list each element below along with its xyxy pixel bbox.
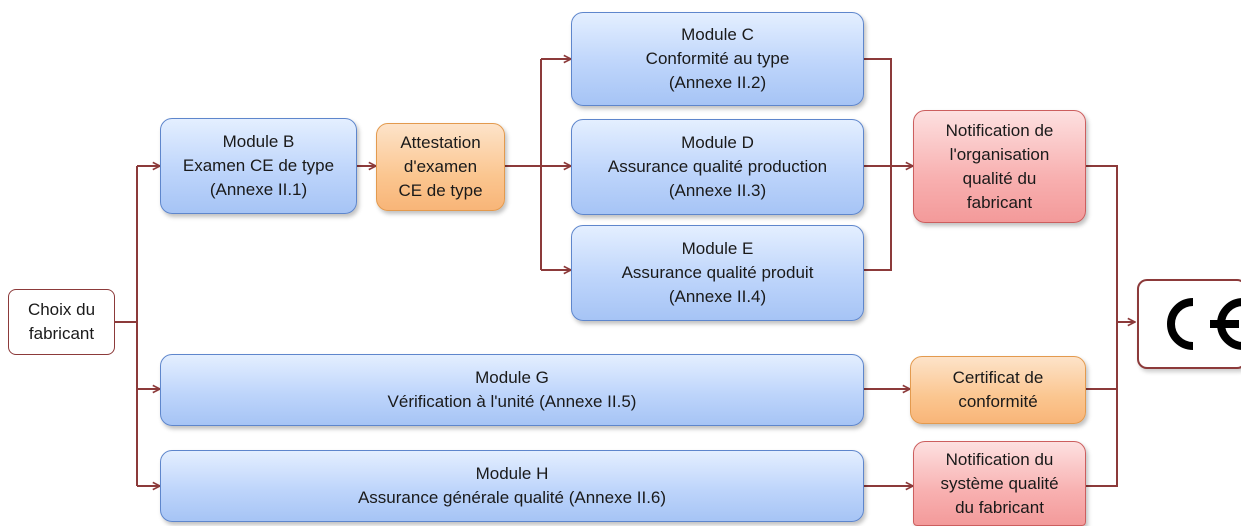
choix-line-2: fabricant — [28, 324, 95, 343]
module-c-line-2: Conformité au type — [645, 49, 790, 68]
link-module-e — [864, 166, 892, 271]
notif-org-line-4: fabricant — [966, 192, 1033, 212]
certificat-line-2: conformité — [958, 392, 1038, 411]
choix-line-1: Choix du — [27, 300, 96, 319]
attestation-box: Attestation d'examen CE de type — [376, 123, 505, 211]
choix-fabricant-box: Choix du fabricant — [8, 289, 115, 355]
notification-systeme-box: Notification du système qualité du fabri… — [913, 441, 1086, 526]
module-e-line-2: Assurance qualité produit — [621, 263, 814, 282]
module-h-title: Module H — [475, 464, 549, 483]
module-d-box: Module D Assurance qualité production (A… — [571, 119, 864, 215]
module-b-box: Module B Examen CE de type (Annexe II.1) — [160, 118, 357, 214]
module-b-line-3: (Annexe II.1) — [209, 180, 308, 199]
module-c-line-3: (Annexe II.2) — [668, 73, 767, 92]
notif-org-line-3: qualité du — [962, 168, 1037, 188]
notif-org-line-1: Notification de — [945, 120, 1054, 140]
module-c-title: Module C — [681, 25, 754, 44]
ce-letter-c — [1167, 298, 1194, 350]
module-h-box: Module H Assurance générale qualité (Ann… — [160, 450, 864, 522]
ce-mark-icon: CE — [1167, 298, 1241, 350]
certificat-conformite-box: Certificat de conformité — [910, 356, 1086, 424]
module-e-title: Module E — [681, 239, 754, 258]
notif-sys-line-1: Notification du — [945, 449, 1054, 469]
module-d-line-3: (Annexe II.3) — [668, 181, 767, 200]
attestation-line-1: Attestation — [400, 133, 481, 152]
ce-mark-box: CE — [1137, 279, 1241, 369]
link-certificat — [1086, 322, 1118, 390]
link-module-c — [864, 58, 892, 166]
link-notif-sys — [1086, 322, 1118, 487]
notif-sys-line-3: du fabricant — [955, 497, 1044, 517]
module-h-line-2: Assurance générale qualité (Annexe II.6) — [357, 488, 667, 507]
attestation-line-2: d'examen — [403, 157, 478, 176]
notification-organisation-box: Notification de l'organisation qualité d… — [913, 110, 1086, 223]
attestation-line-3: CE de type — [398, 181, 483, 200]
module-d-title: Module D — [681, 133, 754, 152]
module-b-line-2: Examen CE de type — [182, 156, 335, 175]
module-g-box: Module G Vérification à l'unité (Annexe … — [160, 354, 864, 426]
module-g-line-2: Vérification à l'unité (Annexe II.5) — [387, 392, 637, 411]
module-g-title: Module G — [475, 368, 549, 387]
module-c-box: Module C Conformité au type (Annexe II.2… — [571, 12, 864, 106]
notif-org-line-2: l'organisation — [949, 144, 1050, 164]
module-b-title: Module B — [222, 132, 295, 151]
module-e-box: Module E Assurance qualité produit (Anne… — [571, 225, 864, 321]
certificat-line-1: Certificat de — [952, 368, 1044, 387]
module-d-line-2: Assurance qualité production — [607, 157, 828, 176]
module-e-line-3: (Annexe II.4) — [668, 287, 767, 306]
link-notif-org — [1086, 165, 1118, 322]
notif-sys-line-2: système qualité — [940, 473, 1059, 493]
